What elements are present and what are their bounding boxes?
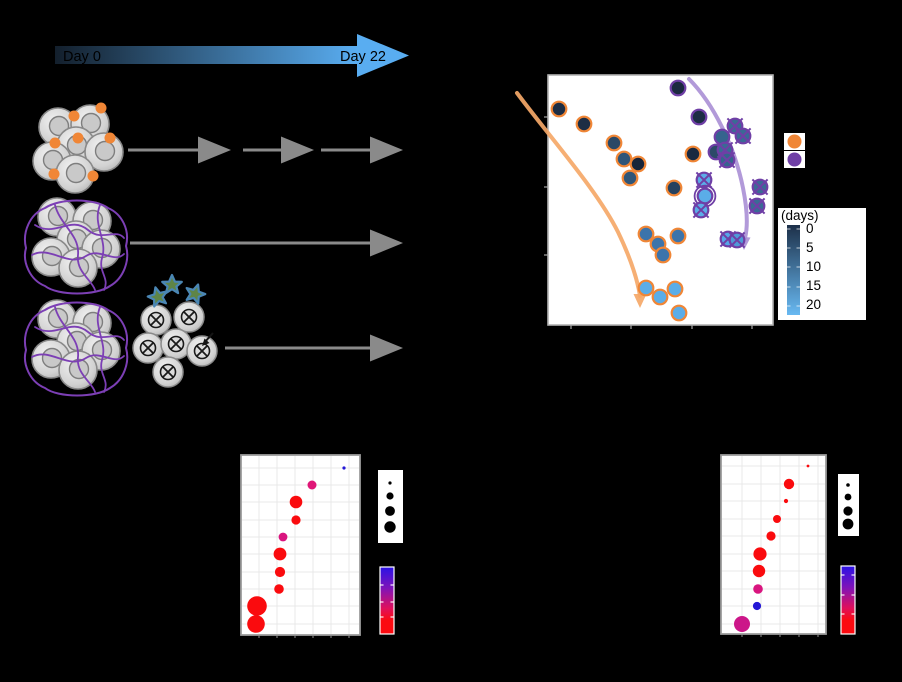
dot [274,584,284,594]
purple-trajectory-curve [687,77,749,240]
cross-mark [718,151,736,169]
scatter-point [696,187,714,205]
days-colorbar-legend: (days) 0 5 10 15 20 [778,208,866,320]
dot [274,566,286,578]
scatter-point [666,280,684,298]
size-legend-dot [844,493,852,501]
orange-trajectory-curve [515,91,642,298]
dot [247,596,267,616]
size-legend-dot [843,506,853,516]
panel-a-schematic: Day 0 Day 22 [23,34,409,397]
dot [289,495,303,509]
dot [753,547,767,561]
inactivated-cell-cluster [132,273,218,388]
timeline-arrow: Day 0 Day 22 [55,34,409,77]
cross-mark [751,178,769,196]
orange-signal-dots [48,102,116,182]
days-tick-label: 15 [806,278,821,293]
scatter-point [651,288,669,306]
scatter-point [684,145,702,163]
dot [753,584,763,594]
panel-d-dotplot [720,454,859,637]
size-legend-box [838,474,859,536]
scatter-point [654,246,672,264]
scatter-point [637,279,655,297]
timeline-end-label: Day 22 [340,49,386,65]
dotplot-area [720,454,827,635]
days-tick-label: 5 [806,240,814,255]
small-pointer-arrow [202,332,214,346]
panel-c-dotplot [240,454,403,638]
dot [783,478,795,490]
purple-group-swatch [787,152,802,167]
expression-colorbar [840,565,856,635]
scatter-point [690,108,708,126]
timeline-start-label: Day 0 [63,49,101,65]
group-legend [784,133,805,168]
dot [291,515,301,525]
scatter-point [669,227,687,245]
expression-colorbar [379,566,395,635]
cell-cluster-with-orange-signals [32,102,124,194]
cross-mark [728,231,746,249]
scatter-point [575,115,593,133]
scatter-layer [515,77,769,329]
timeline-bar [55,46,357,64]
days-colorbar-ticks [787,228,800,307]
scatter-point [670,304,688,322]
timeline-arrowhead [357,34,409,77]
process-arrows [128,136,403,362]
scatter-plot-area [547,74,774,326]
scatter-point [621,169,639,187]
cell-cluster-with-ecm-2 [23,299,129,397]
dot [766,531,776,541]
cell-cluster-with-ecm [23,197,129,295]
dot [734,616,750,632]
scatter-point [605,134,623,152]
days-tick-label: 0 [806,221,814,236]
dot [342,466,346,470]
treatment-stars [144,273,209,309]
size-legend-dot [386,492,394,500]
scatter-point [637,225,655,243]
cross-mark [695,171,713,189]
cross-mark [748,197,766,215]
days-colorbar [787,225,800,315]
orange-group-swatch [787,134,802,149]
colorbar-title: (days) [781,208,819,223]
dot [273,547,287,561]
size-legend-dot [388,481,392,485]
dot [278,532,288,542]
panel-b-scatter: (days) 0 5 10 15 20 [515,74,866,329]
dot [307,480,317,490]
scatter-point [629,155,647,173]
scatter-point [669,79,687,97]
scatter-point [665,179,683,197]
scatter-point [615,150,633,168]
dot [752,601,762,611]
size-legend-dot [842,518,854,530]
size-legend-dot [385,506,395,516]
orange-trajectory-arrowhead [633,294,647,308]
dot [783,498,789,504]
scatter-point [550,100,568,118]
dot [773,515,781,523]
size-legend-dot [846,483,850,487]
days-tick-label: 10 [806,259,821,274]
dot [806,464,810,468]
cross-mark [734,127,752,145]
dot [247,615,265,633]
dot [752,564,766,578]
days-tick-label: 20 [806,297,821,312]
size-legend-dot [384,521,396,533]
cross-mark [692,201,710,219]
